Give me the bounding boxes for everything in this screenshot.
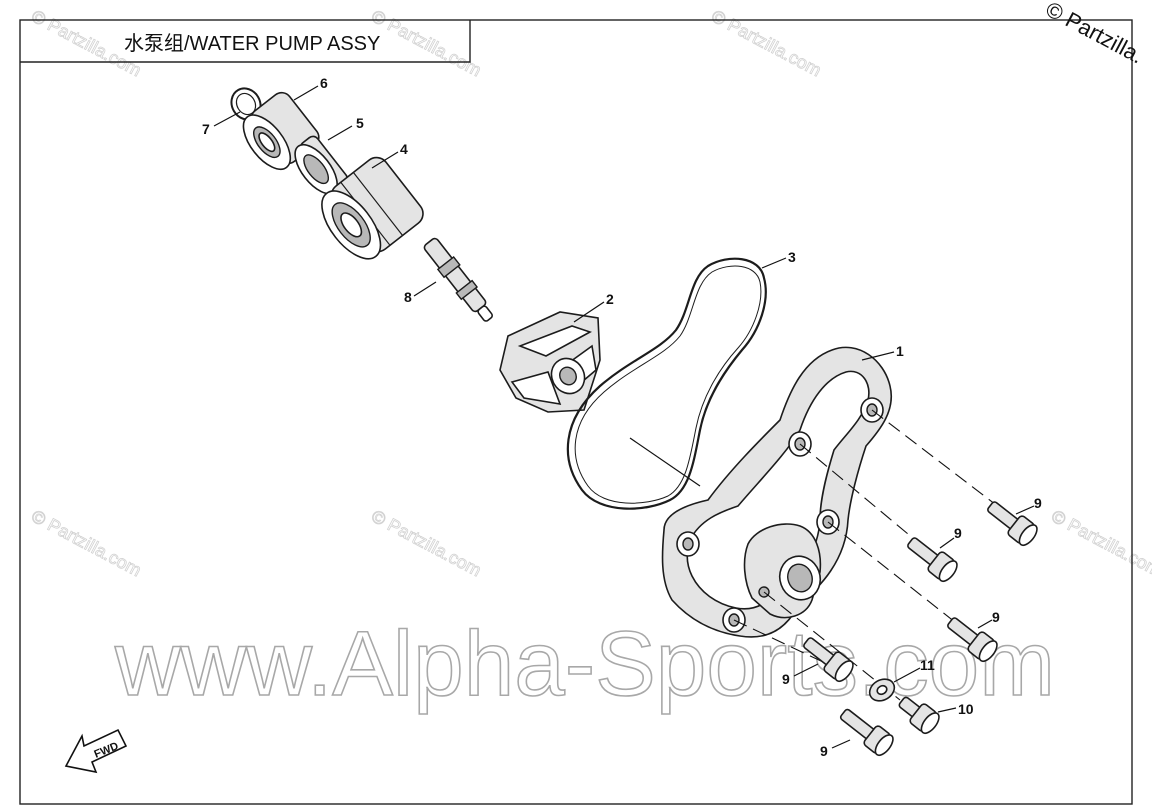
callout-9e: 9 (820, 743, 828, 759)
leader-2 (573, 301, 605, 323)
part-3-gasket (566, 257, 767, 510)
part-9-bolt-b (907, 537, 958, 583)
part-2-impeller (499, 311, 601, 413)
callout-2: 2 (606, 291, 614, 307)
leader-4 (371, 151, 399, 169)
part-1-pump-cover (661, 346, 893, 638)
title-box (20, 20, 471, 63)
leader-7 (213, 111, 241, 127)
part-4-mechanical-seal (321, 156, 424, 260)
small-watermark-4: © Partzilla.com (28, 506, 144, 581)
bolt-line-e (763, 591, 901, 701)
diagram-title: 水泵组/WATER PUMP ASSY (124, 32, 380, 55)
leader-1 (861, 351, 895, 361)
callout-7: 7 (202, 121, 210, 137)
alpha-sports-watermark: www.Alpha-Sports.com (114, 613, 1055, 715)
callout-3: 3 (788, 249, 796, 265)
bolt-line-c (827, 521, 961, 627)
callout-8: 8 (404, 289, 412, 305)
bolt-line-a (871, 409, 1001, 509)
callout-5: 5 (356, 115, 364, 131)
diagram-frame (19, 19, 1133, 805)
leader-9d (793, 663, 819, 677)
part-5-oil-seal (294, 135, 349, 195)
callout-9a: 9 (1034, 495, 1042, 511)
leader-9e (831, 739, 851, 749)
leader-8 (413, 281, 437, 297)
small-watermark-3: © Partzilla.com (708, 6, 824, 81)
small-watermark-2: © Partzilla.com (368, 6, 484, 81)
callout-10: 10 (958, 701, 974, 717)
part-9-bolt-d (803, 637, 854, 683)
callout-6: 6 (320, 75, 328, 91)
fwd-arrow-icon: FWD (64, 728, 128, 774)
small-watermark-5: © Partzilla.com (368, 506, 484, 581)
leader-11 (893, 667, 921, 683)
leader-9a (1015, 505, 1035, 515)
small-watermark-7: © Partzilla.com (1048, 506, 1152, 581)
bolt-line-b (799, 443, 921, 545)
part-9-bolt-a (987, 501, 1038, 547)
callout-9d: 9 (782, 671, 790, 687)
leader-9b (939, 537, 955, 549)
callout-4: 4 (400, 141, 408, 157)
part-11-washer (868, 678, 896, 702)
part-9-bolt-c (947, 617, 998, 663)
callout-1: 1 (896, 343, 904, 359)
part-9-bolt-e (839, 708, 894, 757)
leader-3 (761, 257, 787, 269)
part-10-drain-bolt (898, 696, 940, 735)
shaft-axis-line (629, 437, 701, 487)
callout-9c: 9 (992, 609, 1000, 625)
callout-11: 11 (920, 657, 935, 673)
leader-6 (293, 85, 319, 101)
leader-9c (977, 619, 993, 629)
leader-5 (327, 125, 353, 141)
leader-10 (937, 707, 957, 713)
callout-9b: 9 (954, 525, 962, 541)
part-8-shaft (423, 237, 494, 322)
